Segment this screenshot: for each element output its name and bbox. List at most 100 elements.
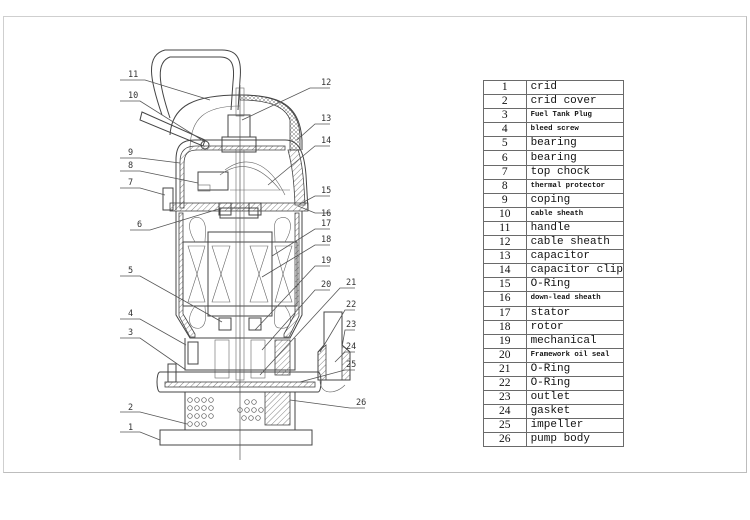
part-number: 11 <box>483 220 527 237</box>
part-name: Framework oil seal <box>525 347 625 363</box>
svg-text:2: 2 <box>128 403 133 413</box>
svg-text:13: 13 <box>321 114 331 124</box>
part-number: 15 <box>483 277 527 293</box>
callout-25: 25 <box>299 360 356 383</box>
svg-text:8: 8 <box>128 161 133 171</box>
part-name: impeller <box>525 418 625 434</box>
part-number: 9 <box>483 192 527 208</box>
part-name: pump body <box>525 432 625 448</box>
callout-16: 16 <box>297 205 331 219</box>
part-name: gasket <box>525 404 625 420</box>
callouts: 1 2 3 4 5 6 7 8 9 10 11 12 13 14 15 16 1… <box>120 70 366 441</box>
drawing-frame <box>3 16 747 473</box>
svg-text:9: 9 <box>128 148 133 158</box>
part-name: top chock <box>525 164 625 180</box>
callout-10: 10 <box>120 91 206 143</box>
svg-text:7: 7 <box>128 178 133 188</box>
svg-text:6: 6 <box>137 220 142 230</box>
part-name: bearing <box>525 136 625 152</box>
cable-gland <box>221 87 257 153</box>
part-name: O-Ring <box>525 375 625 392</box>
callout-2: 2 <box>120 403 188 425</box>
callout-3: 3 <box>120 328 187 371</box>
callout-4: 4 <box>120 309 187 346</box>
part-name: Fuel Tank Plug <box>525 108 625 124</box>
part-number: 12 <box>483 235 527 251</box>
part-number: 5 <box>483 136 527 152</box>
part-number: 7 <box>483 164 527 180</box>
svg-text:17: 17 <box>321 219 331 229</box>
pump-body <box>156 363 322 426</box>
callout-12: 12 <box>241 78 331 121</box>
callout-21: 21 <box>259 278 356 376</box>
callout-11: 11 <box>120 70 211 101</box>
svg-text:20: 20 <box>321 280 331 290</box>
part-number: 3 <box>483 108 527 124</box>
part-number: 23 <box>483 390 527 406</box>
callout-7: 7 <box>120 178 166 196</box>
part-number: 22 <box>483 375 527 392</box>
callout-14: 14 <box>267 136 331 186</box>
svg-text:23: 23 <box>346 320 356 330</box>
svg-text:18: 18 <box>321 235 331 245</box>
part-number: 8 <box>483 178 527 194</box>
callout-15: 15 <box>299 186 331 205</box>
svg-text:15: 15 <box>321 186 331 196</box>
part-number: 14 <box>483 263 527 279</box>
outlet <box>317 311 351 393</box>
callout-9: 9 <box>120 148 181 164</box>
part-name: bleed screw <box>525 122 625 138</box>
part-name: crid <box>525 79 625 96</box>
part-number: 13 <box>483 249 527 265</box>
part-number: 17 <box>483 305 527 321</box>
svg-text:26: 26 <box>356 398 366 408</box>
callout-8: 8 <box>120 161 199 184</box>
part-number: 16 <box>483 291 527 307</box>
part-name: handle <box>525 220 625 237</box>
coping-plate <box>169 202 309 219</box>
part-name: stator <box>525 305 625 321</box>
part-name: mechanical <box>525 333 625 349</box>
part-name: capacitor clip <box>525 263 625 279</box>
part-name: cable sheath <box>525 206 625 222</box>
part-name: cable sheath <box>525 235 625 251</box>
svg-text:12: 12 <box>321 78 331 88</box>
part-name: O-Ring <box>525 277 625 293</box>
part-number: 24 <box>483 404 527 420</box>
top-chock-bolt <box>162 187 174 211</box>
part-number: 19 <box>483 333 527 349</box>
svg-text:5: 5 <box>128 266 133 276</box>
svg-text:4: 4 <box>128 309 133 319</box>
part-name: crid cover <box>525 94 625 110</box>
callout-13: 13 <box>296 114 331 141</box>
svg-text:25: 25 <box>346 360 356 370</box>
part-name: rotor <box>525 319 625 335</box>
svg-text:11: 11 <box>128 70 138 80</box>
callout-23: 23 <box>341 320 356 348</box>
part-number: 21 <box>483 361 527 377</box>
upper-housing <box>175 139 309 211</box>
callout-20: 20 <box>261 280 331 351</box>
svg-text:22: 22 <box>346 300 356 310</box>
callout-22: 22 <box>319 300 356 353</box>
svg-text:3: 3 <box>128 328 133 338</box>
part-number: 2 <box>483 94 527 110</box>
